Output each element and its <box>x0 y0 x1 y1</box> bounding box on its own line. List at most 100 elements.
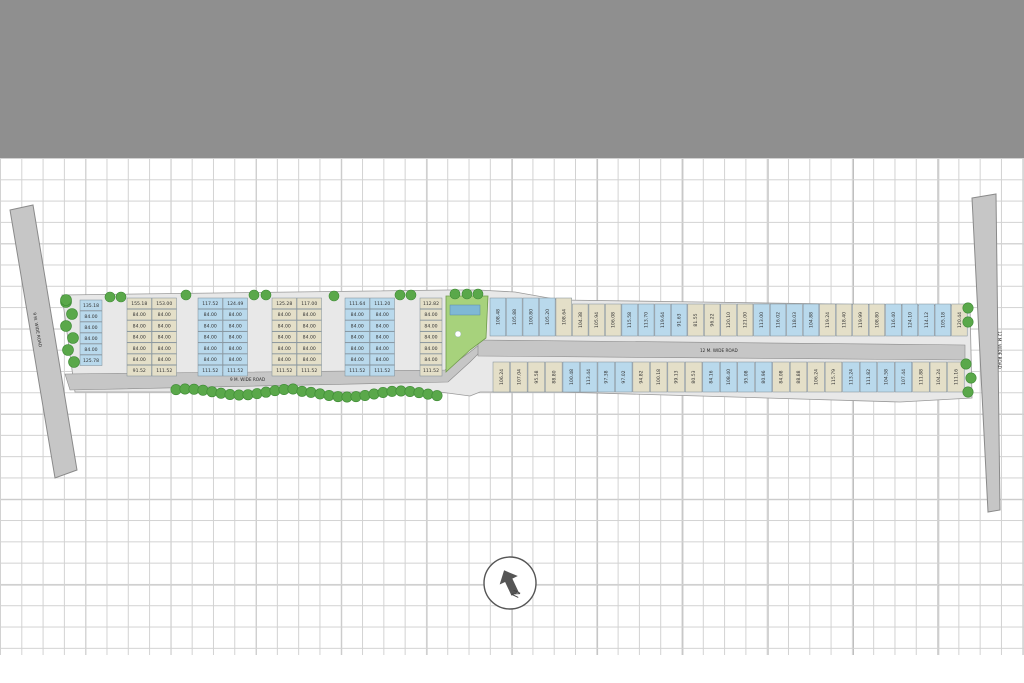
plot[interactable]: 84.00 <box>344 308 370 321</box>
plot[interactable]: 84.00 <box>197 353 223 366</box>
plot[interactable]: 104.58 <box>877 361 895 393</box>
plot[interactable]: 125.78 <box>79 354 103 366</box>
plot[interactable]: 84.00 <box>296 353 322 366</box>
plot[interactable]: 105.94 <box>588 303 605 337</box>
plot[interactable]: 84.00 <box>271 331 297 343</box>
plot[interactable]: 108.40 <box>720 361 738 393</box>
plot[interactable]: 97.38 <box>597 361 615 393</box>
plot[interactable]: 112.82 <box>419 297 443 310</box>
plot[interactable]: 84.00 <box>222 308 248 321</box>
plot[interactable]: 84.00 <box>419 320 443 332</box>
plot[interactable]: 84.00 <box>197 308 223 321</box>
plot[interactable]: 111.52 <box>419 364 443 377</box>
plot[interactable]: 113.70 <box>638 303 655 337</box>
plot[interactable]: 105.88 <box>506 297 523 337</box>
plot[interactable]: 111.52 <box>222 364 248 377</box>
plot[interactable]: 119.24 <box>819 303 836 337</box>
plot[interactable]: 104.88 <box>802 303 820 337</box>
plot[interactable]: 84.00 <box>296 342 322 354</box>
plot[interactable]: 153.00 <box>151 297 177 310</box>
plot[interactable]: 96.22 <box>704 303 721 337</box>
plot[interactable]: 97.02 <box>615 361 633 393</box>
plot[interactable]: 84.00 <box>419 331 443 343</box>
plot[interactable]: 111.64 <box>344 297 370 310</box>
plot[interactable]: 119.64 <box>654 303 671 337</box>
plot[interactable]: 84.00 <box>271 320 297 332</box>
plot[interactable]: 91.52 <box>126 364 152 377</box>
plot[interactable]: 111.82 <box>859 361 878 393</box>
plot[interactable]: 84.00 <box>197 320 223 332</box>
plot[interactable]: 100.48 <box>562 361 580 393</box>
plot[interactable]: 84.16 <box>702 361 720 393</box>
plot[interactable]: 81.55 <box>687 303 704 337</box>
plot[interactable]: 106.24 <box>492 361 510 393</box>
plot[interactable]: 84.00 <box>151 331 177 343</box>
plot[interactable]: 84.00 <box>222 320 248 332</box>
plot[interactable]: 84.00 <box>126 353 152 366</box>
plot[interactable]: 107.44 <box>894 361 913 393</box>
plot[interactable]: 114.12 <box>918 303 935 337</box>
plot[interactable]: 119.99 <box>852 303 869 337</box>
plot[interactable]: 95.58 <box>527 361 545 393</box>
plot[interactable]: 117.00 <box>296 297 322 310</box>
plot[interactable]: 118.03 <box>786 303 803 337</box>
plot[interactable]: 84.00 <box>344 331 370 343</box>
plot[interactable]: 111.52 <box>344 364 370 377</box>
plot[interactable]: 117.52 <box>197 297 223 310</box>
plot[interactable]: 111.16 <box>947 361 965 393</box>
plot[interactable]: 84.00 <box>369 308 395 321</box>
plot[interactable]: 105.20 <box>539 297 556 337</box>
plot[interactable]: 84.00 <box>271 353 297 366</box>
plot[interactable]: 84.00 <box>271 308 297 321</box>
plot[interactable]: 95.08 <box>737 361 755 393</box>
plot[interactable]: 84.00 <box>126 342 152 354</box>
plot[interactable]: 84.00 <box>126 320 152 332</box>
plot[interactable]: 84.00 <box>369 331 395 343</box>
plot[interactable]: 84.00 <box>419 353 443 366</box>
plot[interactable]: 111.52 <box>271 364 297 377</box>
plot[interactable]: 111.20 <box>369 297 395 310</box>
plot[interactable]: 104.38 <box>572 303 589 337</box>
plot[interactable]: 111.52 <box>197 364 223 377</box>
plot[interactable]: 84.00 <box>344 342 370 354</box>
plot[interactable]: 116.40 <box>885 303 902 337</box>
plot[interactable]: 80.96 <box>754 361 773 393</box>
plot[interactable]: 155.18 <box>126 297 152 310</box>
plot[interactable]: 84.00 <box>419 342 443 354</box>
plot[interactable]: 84.00 <box>79 343 103 355</box>
plot[interactable]: 84.00 <box>369 353 395 366</box>
plot[interactable]: 84.00 <box>344 320 370 332</box>
plot[interactable]: 111.52 <box>369 364 395 377</box>
plot[interactable]: 84.00 <box>222 342 248 354</box>
plot[interactable]: 94.82 <box>632 361 650 393</box>
plot[interactable]: 106.08 <box>605 303 622 337</box>
plot[interactable]: 84.00 <box>151 353 177 366</box>
plot[interactable]: 84.00 <box>271 342 297 354</box>
plot[interactable]: 88.88 <box>789 361 808 393</box>
plot[interactable]: 88.80 <box>545 361 563 393</box>
plot[interactable]: 115.58 <box>621 303 638 337</box>
plot[interactable]: 105.18 <box>934 303 951 337</box>
plot[interactable]: 106.24 <box>807 361 825 393</box>
plot[interactable]: 91.63 <box>671 303 688 337</box>
plot[interactable]: 118.40 <box>835 303 853 337</box>
plot[interactable]: 84.00 <box>126 331 152 343</box>
plot[interactable]: 84.00 <box>79 310 103 322</box>
plot[interactable]: 84.00 <box>296 320 322 332</box>
plot[interactable]: 84.00 <box>222 331 248 343</box>
plot[interactable]: 100.80 <box>522 297 539 337</box>
plot[interactable]: 135.18 <box>79 299 103 311</box>
plot[interactable]: 84.08 <box>772 361 790 393</box>
plot[interactable]: 104.24 <box>929 361 947 393</box>
plot[interactable]: 113.00 <box>753 303 770 337</box>
plot[interactable]: 80.53 <box>685 361 703 393</box>
plot[interactable]: 84.00 <box>79 321 103 333</box>
plot[interactable]: 84.00 <box>296 331 322 343</box>
plot[interactable]: 113.44 <box>580 361 598 393</box>
plot[interactable]: 84.00 <box>369 320 395 332</box>
plot[interactable]: 84.00 <box>126 308 152 321</box>
plot[interactable]: 111.52 <box>151 364 177 377</box>
plot[interactable]: 111.52 <box>296 364 322 377</box>
plot[interactable]: 124.10 <box>901 303 919 337</box>
plot[interactable]: 99.13 <box>667 361 685 393</box>
